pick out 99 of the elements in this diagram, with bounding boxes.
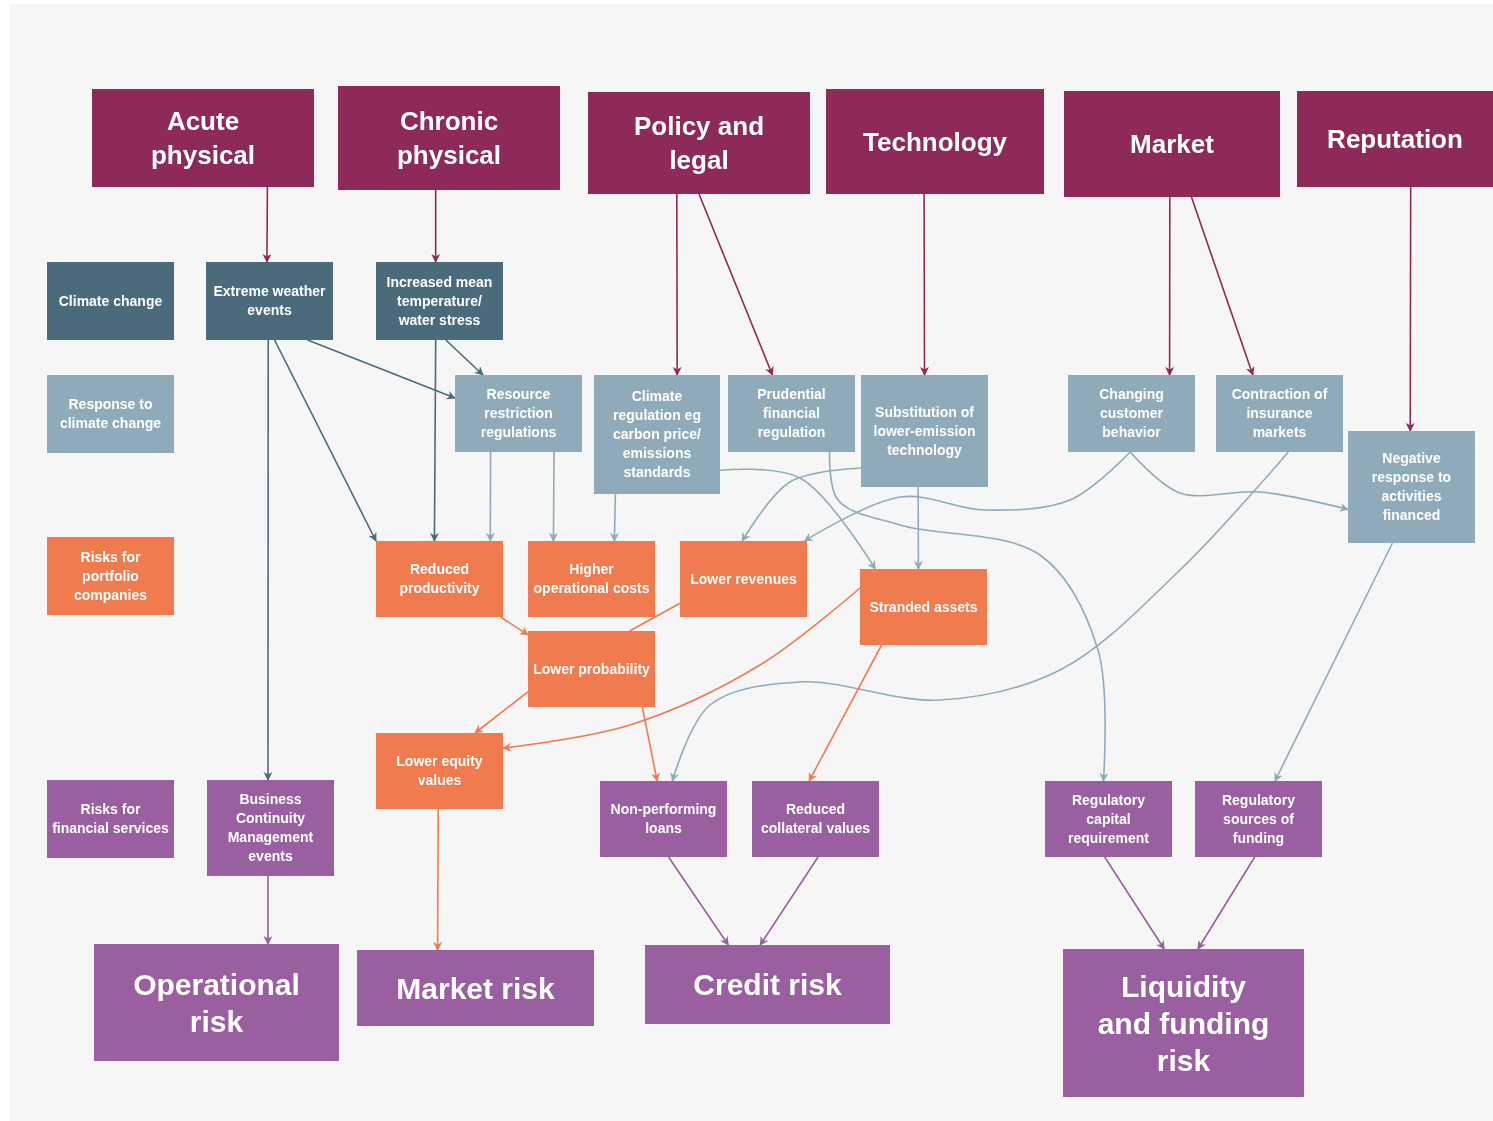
node-label: Regulatory sources of funding — [1220, 790, 1297, 848]
arrow — [502, 587, 861, 752]
financial-risk-box — [600, 781, 727, 857]
node-label: Negative response to activities financed — [1370, 449, 1453, 525]
financial-risk-box — [752, 781, 879, 857]
category-box — [92, 89, 314, 187]
node-label: Reduced productivity — [398, 560, 481, 598]
risk-type-box — [1063, 949, 1304, 1097]
node-label: Acute physical — [149, 105, 257, 172]
company-risk-box — [376, 541, 503, 617]
response-box — [594, 375, 720, 494]
arrow — [485, 451, 495, 542]
category-box — [1064, 91, 1280, 197]
arrow — [913, 486, 923, 570]
response-box — [455, 375, 582, 452]
arrow — [808, 644, 883, 782]
arrow — [920, 193, 929, 376]
hazard-box — [376, 262, 503, 340]
node-label: Substitution of lower-emission technology — [872, 402, 977, 460]
arrow — [759, 856, 819, 946]
node-label: Reduced collateral values — [760, 800, 871, 838]
company-risk-box — [528, 631, 655, 707]
financial-risk-box — [1045, 781, 1172, 857]
arrow — [672, 193, 682, 376]
node-label: Non-performing loans — [609, 800, 718, 838]
arrow — [667, 856, 730, 946]
arrow — [433, 808, 443, 951]
arrow — [273, 339, 377, 542]
arrow — [263, 339, 273, 781]
hazard-box — [206, 262, 333, 340]
node-label: Prudential financial regulation — [756, 385, 827, 442]
company-risk-box — [376, 733, 503, 809]
node-label: Chronic physical — [395, 105, 503, 172]
arrow — [698, 193, 774, 376]
category-box — [338, 86, 560, 190]
node-label: Extreme weather events — [212, 282, 327, 320]
arrow — [548, 451, 558, 542]
node-label: Changing customer behavior — [1098, 385, 1165, 442]
arrow — [828, 451, 1109, 782]
node-label: Stranded assets — [869, 597, 978, 617]
arrow — [445, 339, 484, 376]
financial-risk-box — [207, 780, 334, 876]
node-label: Reputation — [1327, 123, 1463, 156]
legend-label: Climate change — [58, 291, 163, 311]
arrow — [499, 616, 529, 636]
node-label: Policy and legal — [632, 110, 765, 177]
company-risk-box — [860, 569, 987, 645]
arrow — [803, 451, 1132, 542]
response-box — [1348, 431, 1475, 543]
node-label: Contraction of insurance markets — [1230, 385, 1329, 442]
risk-type-box — [357, 950, 594, 1026]
arrow — [741, 467, 862, 542]
category-box — [826, 89, 1044, 194]
arrow — [263, 875, 273, 945]
arrow — [306, 339, 456, 400]
node-label: Technology — [863, 125, 1007, 159]
financial-risk-box — [1195, 781, 1322, 857]
node-label: Market — [1130, 128, 1214, 161]
response-box — [1216, 375, 1343, 452]
category-box — [588, 92, 810, 194]
node-label: Lower probability — [533, 659, 650, 679]
arrow — [1190, 196, 1255, 376]
risk-type-box — [94, 944, 339, 1061]
legend-label: Risks for financial services — [51, 800, 170, 838]
risk-type-box — [645, 945, 890, 1024]
arrow — [1405, 186, 1415, 432]
arrow — [262, 186, 272, 263]
node-label: Operational risk — [132, 966, 301, 1040]
node-label: Credit risk — [693, 967, 842, 1003]
arrow — [431, 189, 441, 263]
node-label: Market risk — [396, 970, 555, 1007]
arrow — [1165, 196, 1175, 376]
arrow — [1197, 856, 1256, 950]
response-box — [728, 375, 855, 452]
arrow — [1129, 451, 1349, 512]
node-label: Business Continuity Management events — [226, 790, 315, 866]
legend-label: Risks for portfolio companies — [72, 547, 149, 605]
arrow — [1274, 542, 1394, 782]
response-box — [861, 375, 988, 487]
legend-label: Response to climate change — [58, 395, 163, 433]
node-label: Liquidity and funding risk — [1096, 968, 1271, 1079]
arrow — [670, 451, 1290, 782]
company-risk-box — [680, 541, 807, 617]
arrow — [641, 706, 660, 782]
node-label: Regulatory capital requirement — [1067, 790, 1150, 848]
arrow — [429, 339, 439, 542]
arrow — [1103, 856, 1165, 950]
arrow — [719, 468, 877, 570]
node-label: Increased mean temperature/ water stress — [385, 272, 494, 330]
company-risk-box — [528, 541, 655, 617]
node-label: Lower revenues — [690, 569, 797, 589]
category-box — [1297, 91, 1493, 187]
node-label: Higher operational costs — [532, 560, 651, 598]
arrow — [474, 691, 529, 734]
node-label: Climate regulation eg carbon price/ emissions standards — [612, 387, 702, 482]
node-label: Resource restriction regulations — [479, 385, 558, 442]
response-box — [1068, 375, 1195, 452]
node-label: Lower equity values — [395, 752, 484, 790]
arrow — [610, 493, 620, 542]
